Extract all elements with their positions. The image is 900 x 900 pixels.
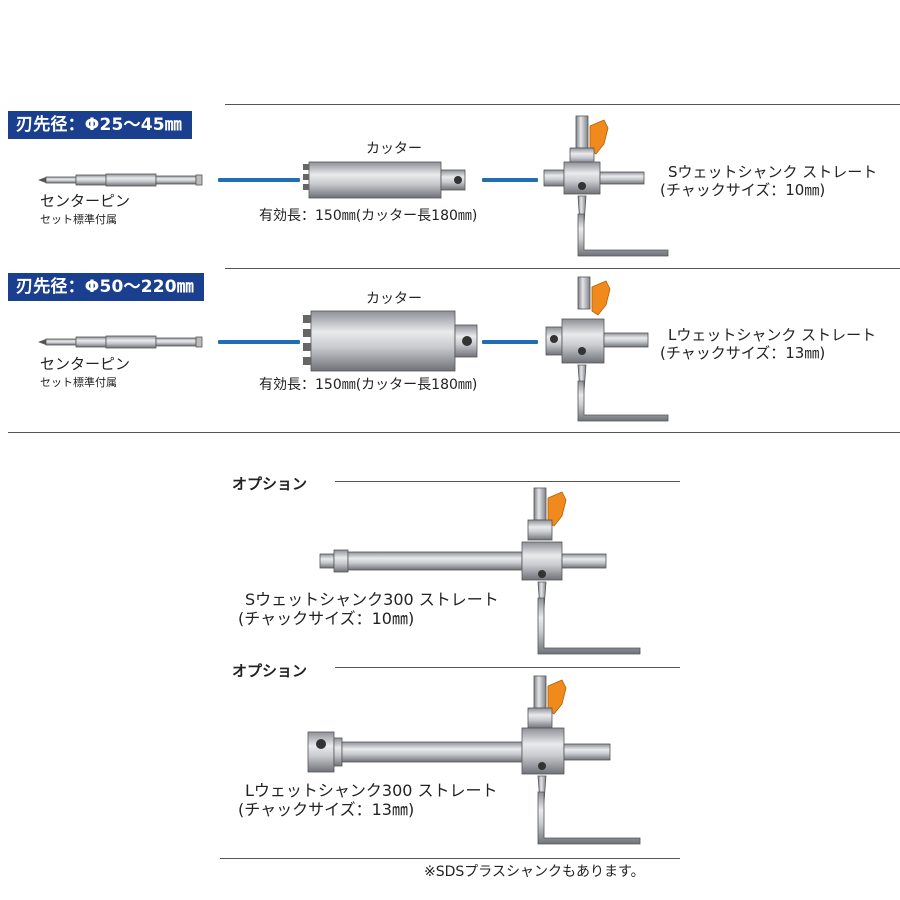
footer-rule [220,858,680,859]
section1-diameter-badge: 刃先径：Φ25〜45㎜ [8,111,192,139]
connector-line [218,340,300,344]
effective-length-label: 有効長：150㎜(カッター長180㎜) [259,208,478,224]
center-pin-icon [38,335,203,349]
section2-top-rule [225,268,900,269]
connector-line [482,340,538,344]
shank-name: Sウェットシャンク ストレート [668,163,878,181]
center-pin-note: セット標準付属 [40,213,117,226]
cutter-label: カッター [366,141,422,157]
shank-name: Lウェットシャンク300 ストレート [245,781,498,800]
option-rule [335,481,680,482]
shank-chuck-size: (チャックサイズ：13㎜) [660,344,826,362]
section1-top-rule [225,104,900,105]
section-divider [8,432,900,433]
connector-line [218,178,300,182]
section2-diameter-badge: 刃先径：Φ50〜220㎜ [8,273,204,301]
option-heading: オプション [232,662,308,680]
l-wet-shank-icon [545,276,669,422]
center-pin-label: センターピン [40,192,131,210]
connector-line [482,178,538,182]
center-pin-note: セット標準付属 [40,376,117,389]
effective-length-label: 有効長：150㎜(カッター長180㎜) [259,377,478,393]
cutter-large-icon [303,310,478,372]
shank-name: Sウェットシャンク300 ストレート [245,590,499,609]
shank-chuck-size: (チャックサイズ：13㎜) [238,800,415,819]
cutter-label: カッター [366,291,422,307]
shank-chuck-size: (チャックサイズ：10㎜) [660,181,826,199]
cutter-small-icon [303,161,466,199]
footnote: ※SDSプラスシャンクもあります。 [424,864,645,880]
s-wet-shank-icon [543,115,669,257]
option-heading: オプション [232,475,308,493]
shank-chuck-size: (チャックサイズ：10㎜) [238,609,415,628]
l-wet-shank-300-icon [307,675,641,845]
option-rule [335,667,680,668]
center-pin-icon [38,173,203,187]
center-pin-label: センターピン [40,355,131,373]
shank-name: Lウェットシャンク ストレート [668,326,877,344]
s-wet-shank-300-icon [319,487,641,655]
